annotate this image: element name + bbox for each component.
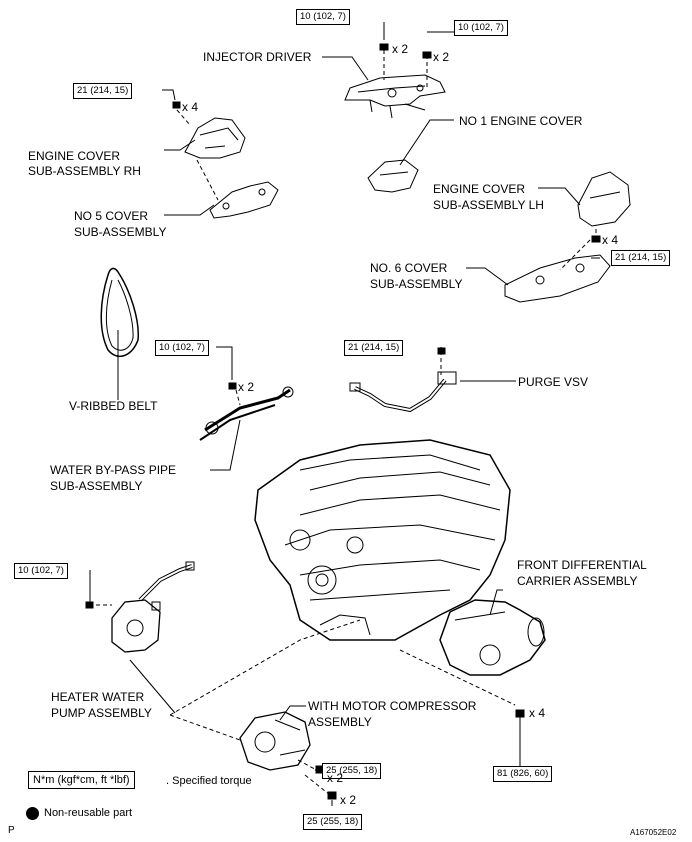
legend-torque-box: N*m (kgf*cm, ft *lbf): [28, 771, 135, 789]
torque-box-injector-left: 10 (102, 7): [296, 9, 350, 25]
label-engine-cover-lh-2: SUB-ASSEMBLY LH: [433, 198, 544, 212]
label-water-bypass-1: WATER BY-PASS PIPE: [50, 463, 177, 477]
label-compressor-2: ASSEMBLY: [308, 715, 372, 729]
label-v-ribbed-belt: V-RIBBED BELT: [69, 399, 158, 413]
non-reusable-part-icon: [26, 807, 39, 820]
compressor-part: [239, 711, 337, 800]
legend-nonreusable-text: Non-reusable part: [44, 807, 133, 819]
torque-box-compressor-lower: 25 (255, 18): [303, 814, 363, 830]
leader-lines: [89, 22, 600, 806]
v-ribbed-belt-part: [100, 267, 139, 358]
qty-front-diff: x 4: [529, 706, 546, 720]
figure-id: A167052E02: [630, 828, 677, 837]
qty-engine-cover-rh: x 4: [182, 100, 199, 114]
label-purge-vsv: PURGE VSV: [518, 375, 589, 389]
label-no5-cover-1: NO 5 COVER: [74, 209, 149, 223]
torque-box-injector-right: 10 (102, 7): [454, 20, 508, 36]
front-differential-part: [439, 599, 546, 718]
qty-compressor-upper: x 2: [327, 771, 344, 785]
label-front-diff-2: CARRIER ASSEMBLY: [517, 574, 638, 588]
label-injector-driver: INJECTOR DRIVER: [203, 50, 312, 64]
label-no1-engine-cover: NO 1 ENGINE COVER: [459, 114, 583, 128]
qty-injector-right: x 2: [433, 50, 450, 64]
torque-box-engine-cover-lh: 21 (214, 15): [611, 250, 671, 266]
no6-cover-part: [504, 254, 611, 303]
engine-cover-lh-part: [577, 171, 631, 243]
injector-driver-part: [344, 43, 446, 119]
torque-box-heater-pump: 10 (102, 7): [14, 563, 68, 579]
engine-block-part: [254, 439, 511, 641]
qty-water-bypass: x 2: [238, 380, 255, 394]
engine-cover-rh-part: [172, 101, 246, 159]
torque-box-engine-cover-rh: 21 (214, 15): [73, 83, 133, 99]
label-heater-pump-1: HEATER WATER: [51, 690, 145, 704]
label-no6-cover-2: SUB-ASSEMBLY: [370, 277, 463, 291]
qty-compressor-lower: x 2: [340, 793, 357, 807]
qty-injector-left: x 2: [392, 42, 409, 56]
label-heater-pump-2: PUMP ASSEMBLY: [51, 706, 152, 720]
no5-cover-part: [209, 181, 279, 219]
label-compressor-1: WITH MOTOR COMPRESSOR: [308, 699, 477, 713]
label-front-diff-1: FRONT DIFFERENTIAL: [517, 558, 647, 572]
torque-box-water-bypass: 10 (102, 7): [155, 340, 209, 356]
purge-vsv-part: [349, 347, 457, 413]
label-engine-cover-lh-1: ENGINE COVER: [433, 182, 526, 196]
dashed-alignment-lines: [96, 50, 597, 796]
page-letter: P: [8, 825, 15, 836]
heater-water-pump-part: [85, 561, 195, 653]
qty-engine-cover-lh: x 4: [602, 233, 619, 247]
label-no6-cover-1: NO. 6 COVER: [370, 261, 448, 275]
torque-box-purge-vsv: 21 (214, 15): [344, 340, 404, 356]
label-no5-cover-2: SUB-ASSEMBLY: [74, 225, 167, 239]
label-water-bypass-2: SUB-ASSEMBLY: [50, 479, 143, 493]
no1-engine-cover-part: [367, 159, 419, 193]
label-engine-cover-rh-2: SUB-ASSEMBLY RH: [28, 164, 141, 178]
label-engine-cover-rh-1: ENGINE COVER: [28, 149, 121, 163]
torque-box-front-diff: 81 (826, 60): [493, 766, 553, 782]
torque-box-compressor-upper: 25 (255, 18): [322, 763, 382, 779]
legend-torque-text: . Specified torque: [166, 775, 252, 787]
water-bypass-pipe-part: [199, 382, 294, 441]
